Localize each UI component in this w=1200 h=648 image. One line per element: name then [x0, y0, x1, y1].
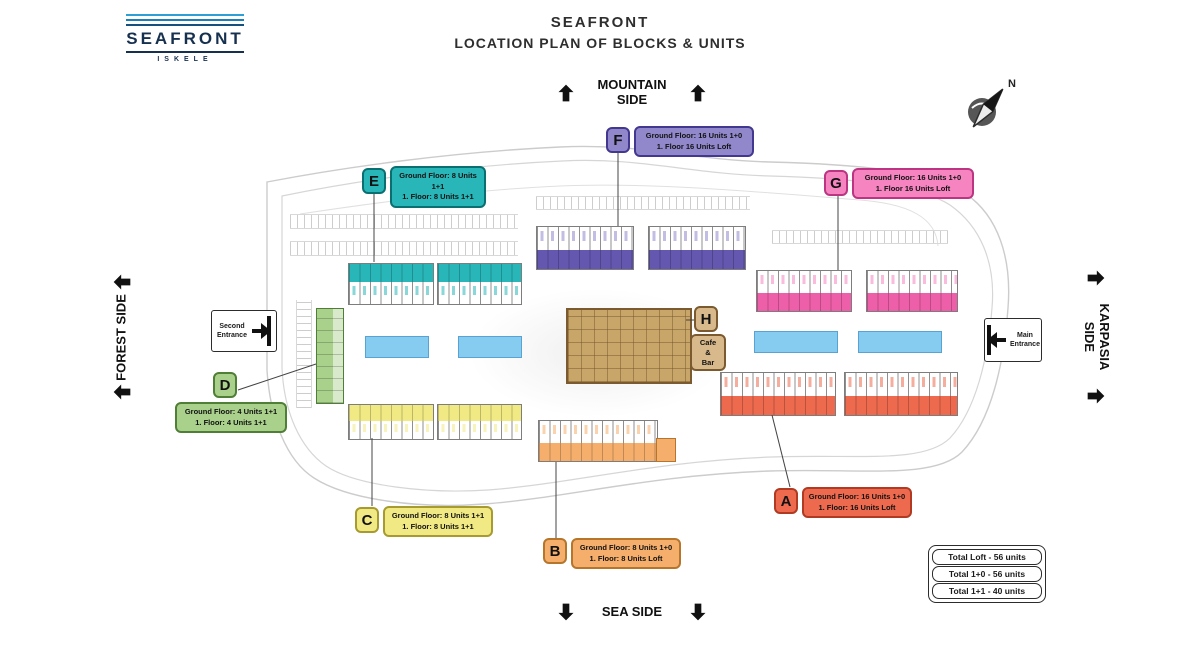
compass-n-label: N [1008, 78, 1016, 90]
pool [858, 331, 942, 353]
title-line2: LOCATION PLAN OF BLOCKS & UNITS [454, 35, 746, 51]
main-entrance-label: Main Entrance [1010, 331, 1040, 348]
parking-strip [536, 196, 750, 210]
forest-side-label: FOREST SIDE [98, 272, 146, 402]
parking-strip [772, 230, 948, 244]
karpasia-side-label: KARPASIA SIDE [1072, 268, 1120, 406]
main-entrance: Main Entrance [984, 318, 1042, 362]
seafront-logo: SEAFRONT ISKELE [126, 14, 244, 63]
block-e-badge: E [362, 168, 386, 194]
block-h-building [566, 308, 692, 384]
block-h-badge: H [694, 306, 718, 332]
right-arrow-icon [1087, 388, 1105, 404]
parking-strip [296, 300, 312, 408]
logo-waves-icon [126, 14, 244, 26]
block-d-building [316, 308, 344, 404]
block-f-badge: F [606, 127, 630, 153]
block-c-building-1 [348, 404, 434, 440]
entrance-arrow-icon [252, 316, 271, 346]
sea-side-label: SEA SIDE [556, 602, 708, 622]
logo-subtitle: ISKELE [157, 56, 213, 63]
block-g-building-1 [756, 270, 852, 312]
block-f-building-1 [536, 226, 634, 270]
entrance-arrow-icon [987, 325, 1007, 355]
parking-strip [290, 214, 518, 229]
total-one-plus-one: Total 1+1 - 40 units [932, 583, 1042, 599]
mountain-side-text: MOUNTAIN SIDE [597, 77, 667, 107]
page-title: SEAFRONT LOCATION PLAN OF BLOCKS & UNITS [0, 14, 1200, 51]
block-g-building-2 [866, 270, 958, 312]
second-entrance-label: Second Entrance [217, 322, 247, 339]
right-arrow-icon [1087, 270, 1105, 286]
pool [458, 336, 522, 358]
logo-name: SEAFRONT [126, 29, 244, 53]
block-e-building-1 [348, 263, 434, 305]
down-arrow-icon [558, 603, 574, 621]
second-entrance: Second Entrance [211, 310, 277, 352]
totals-box: Total Loft - 56 units Total 1+0 - 56 uni… [928, 545, 1046, 603]
left-arrow-icon [113, 274, 131, 290]
karpasia-side-text: KARPASIA SIDE [1082, 303, 1112, 371]
pool [754, 331, 838, 353]
block-e-building-2 [437, 263, 522, 305]
title-line1: SEAFRONT [550, 14, 650, 31]
total-one-plus-zero: Total 1+0 - 56 units [932, 566, 1042, 582]
block-b-building [538, 420, 658, 462]
cafe-bar-label: Cafe & Bar [690, 334, 726, 372]
mountain-side-label: MOUNTAIN SIDE [556, 77, 708, 108]
up-arrow-icon [690, 84, 706, 102]
block-a-badge: A [774, 488, 798, 514]
block-b-building-annex [656, 438, 676, 462]
pool [365, 336, 429, 358]
sea-side-text: SEA SIDE [601, 603, 663, 619]
block-c-building-2 [437, 404, 522, 440]
compass-icon: N [960, 78, 1022, 138]
block-f-building-2 [648, 226, 746, 270]
parking-strip [290, 241, 518, 256]
up-arrow-icon [558, 84, 574, 102]
block-g-badge: G [824, 170, 848, 196]
block-b-badge: B [543, 538, 567, 564]
left-arrow-icon [113, 384, 131, 400]
block-d-badge: D [213, 372, 237, 398]
forest-side-text: FOREST SIDE [113, 293, 129, 381]
block-a-building-2 [844, 372, 958, 416]
down-arrow-icon [690, 603, 706, 621]
block-a-building-1 [720, 372, 836, 416]
total-loft: Total Loft - 56 units [932, 549, 1042, 565]
block-c-badge: C [355, 507, 379, 533]
